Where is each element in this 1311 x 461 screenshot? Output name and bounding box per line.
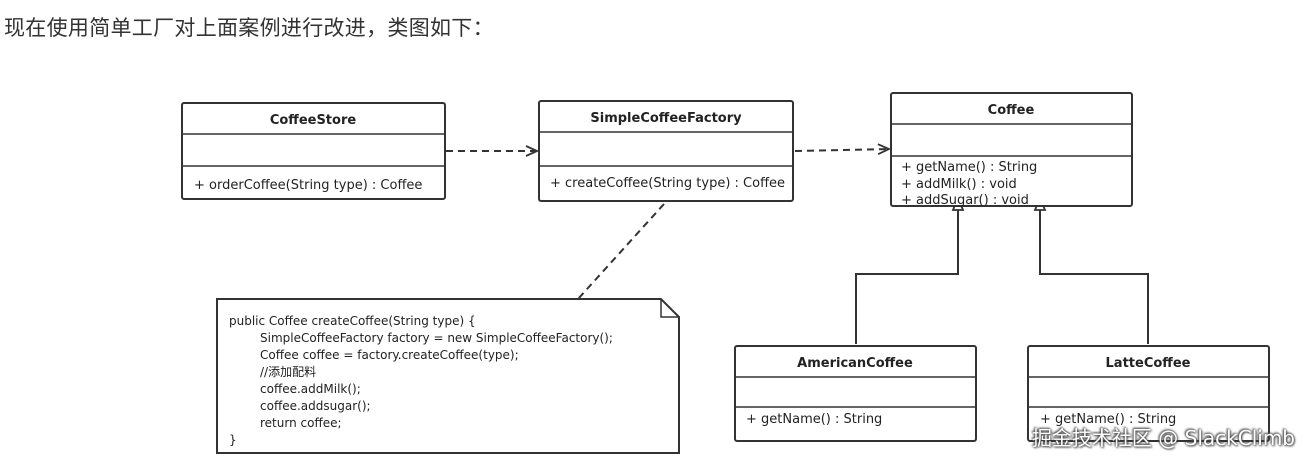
method-american-getName: + getName() : String: [746, 412, 882, 427]
class-name-lattecoffee: LatteCoffee: [1106, 356, 1191, 371]
note-line-8: }: [229, 433, 237, 447]
method-getName: + getName() : String: [901, 160, 1037, 175]
class-name-coffee: Coffee: [988, 103, 1035, 118]
method-orderCoffee: + orderCoffee(String type) : Coffee: [194, 178, 422, 193]
note-connector: [577, 203, 665, 300]
class-name-coffeestore: CoffeeStore: [270, 113, 357, 128]
watermark: 掘金技术社区 @ SlackClimb: [1031, 426, 1295, 450]
note-line-4: //添加配料: [260, 365, 316, 379]
note-line-6: coffee.addsugar();: [260, 399, 371, 413]
code-note: public Coffee createCoffee(String type) …: [216, 298, 680, 454]
dependency-arrow-factory-coffee: [794, 149, 889, 151]
note-line-7: return coffee;: [260, 416, 342, 430]
note-line-5: coffee.addMilk();: [260, 382, 361, 396]
method-addMilk: + addMilk() : void: [901, 177, 1017, 192]
class-simplecoffeefactory: SimpleCoffeeFactory + createCoffee(Strin…: [538, 100, 794, 202]
inheritance-latte-coffee: [1040, 210, 1149, 344]
note-line-2: SimpleCoffeeFactory factory = new Simple…: [260, 331, 613, 345]
class-lattecoffee: LatteCoffee + getName() : String: [1027, 345, 1270, 442]
method-latte-getName: + getName() : String: [1040, 412, 1176, 427]
note-line-1: public Coffee createCoffee(String type) …: [229, 314, 476, 328]
class-coffee: Coffee + getName() : String + addMilk() …: [890, 92, 1133, 208]
class-name-americancoffee: AmericanCoffee: [797, 356, 913, 371]
method-createCoffee: + createCoffee(String type) : Coffee: [550, 176, 785, 191]
note-line-3: Coffee coffee = factory.createCoffee(typ…: [260, 348, 519, 362]
intro-text: 现在使用简单工厂对上面案例进行改进，类图如下：: [4, 16, 494, 40]
class-coffeestore: CoffeeStore + orderCoffee(String type) :…: [181, 102, 446, 200]
method-addSugar: + addSugar() : void: [901, 193, 1029, 208]
inheritance-american-coffee: [855, 210, 958, 344]
class-americancoffee: AmericanCoffee + getName() : String: [734, 345, 977, 442]
class-name-simplecoffeefactory: SimpleCoffeeFactory: [590, 111, 742, 126]
